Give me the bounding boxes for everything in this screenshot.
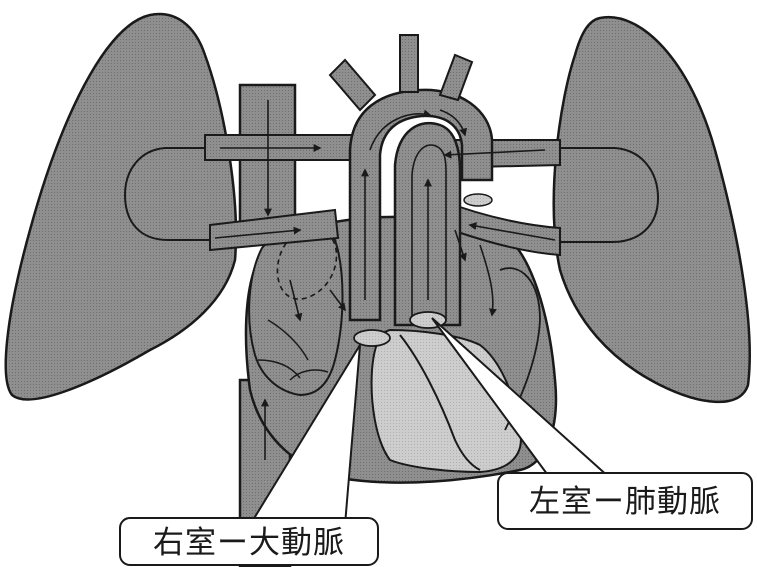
ductus-lumen: [464, 194, 492, 206]
callout-label-left: 右室ー大動脈: [153, 525, 345, 561]
right-lung: [554, 17, 750, 402]
left-lung: [6, 14, 236, 399]
left-subclavian-artery: [440, 55, 472, 100]
left-carotid-artery: [400, 35, 418, 92]
right-atrium: [249, 224, 342, 395]
callout-label-right: 左室ー肺動脈: [529, 484, 721, 520]
brachiocephalic-trunk: [330, 60, 375, 110]
aortic-valve: [354, 330, 390, 346]
